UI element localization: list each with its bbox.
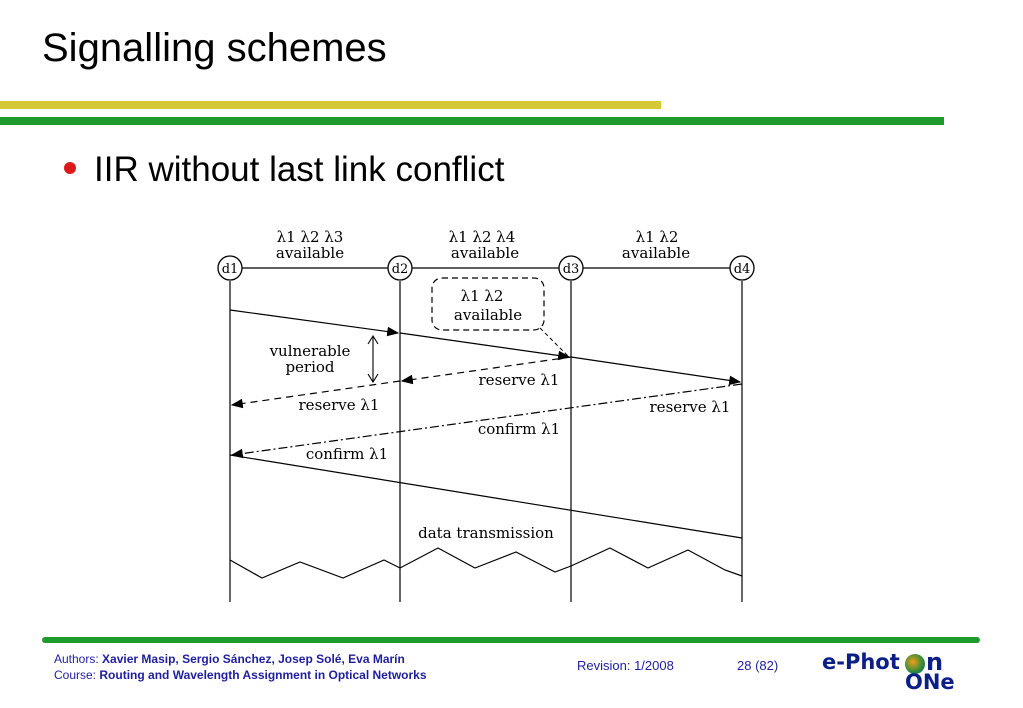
reserve-label-d1: reserve λ1 — [299, 396, 380, 414]
reserve-arrow-d2-d1 — [230, 380, 401, 409]
authors-value: Xavier Masip, Sergio Sánchez, Josep Solé… — [102, 652, 405, 666]
link2-wavelengths: λ1 λ2 λ4 — [449, 228, 516, 246]
ephotone-logo: e-Phot n ONe — [822, 648, 962, 696]
gold-divider — [0, 101, 661, 109]
bullet-text: IIR without last link conflict — [94, 150, 505, 189]
node-d3: d3 — [558, 255, 584, 281]
bullet-dot-icon — [64, 161, 76, 174]
node-d2: d2 — [387, 255, 413, 281]
course-value: Routing and Wavelength Assignment in Opt… — [99, 668, 427, 682]
globe-icon — [905, 654, 925, 674]
link3-status: available — [622, 244, 690, 262]
logo-part2: n — [926, 648, 944, 676]
confirm-label-d1: confirm λ1 — [306, 445, 388, 463]
setup-arrow-d3-d4 — [570, 356, 742, 386]
node-d1-label: d1 — [222, 262, 239, 277]
page-number: 28 (82) — [737, 658, 779, 673]
data-transmission-label: data transmission — [418, 524, 554, 542]
logo-part3: ONe — [905, 670, 955, 694]
footer-credits: Authors: Xavier Masip, Sergio Sánchez, J… — [54, 651, 427, 683]
link2-status: available — [451, 244, 519, 262]
reserve-label-d4: reserve λ1 — [650, 398, 731, 416]
callout-wavelengths: λ1 λ2 — [461, 287, 504, 305]
callout-status: available — [454, 306, 522, 324]
time-break-zigzag — [229, 547, 743, 579]
slide-title: Signalling schemes — [42, 26, 387, 70]
bullet-item: IIR without last link conflict — [64, 150, 504, 190]
link1-wavelengths: λ1 λ2 λ3 — [277, 228, 344, 246]
node-d3-label: d3 — [563, 262, 580, 277]
vulnerable-label: vulnerable — [269, 342, 351, 360]
setup-arrow-d1-d2 — [229, 309, 400, 337]
callout-pointer — [539, 327, 569, 357]
node-d1: d1 — [217, 255, 243, 281]
node-d4: d4 — [729, 255, 755, 281]
node-d2-label: d2 — [392, 262, 409, 277]
footer-divider — [42, 637, 980, 643]
link1-status: available — [276, 244, 344, 262]
data-transmission-line — [229, 454, 743, 539]
authors-label: Authors: — [54, 652, 99, 666]
logo-part1: e-Phot — [822, 650, 900, 674]
setup-arrow-d2-d3 — [399, 332, 571, 361]
reserve-arrow-d3-d2 — [400, 356, 572, 385]
node-d4-label: d4 — [734, 262, 751, 277]
green-divider — [0, 117, 944, 125]
course-label: Course: — [54, 668, 97, 682]
reserve-label-d3: reserve λ1 — [479, 371, 560, 389]
callout-box — [431, 277, 545, 331]
link3-wavelengths: λ1 λ2 — [636, 228, 679, 246]
period-label: period — [285, 358, 334, 376]
revision-text: Revision: 1/2008 — [577, 658, 674, 673]
confirm-arrow-d4-d1 — [230, 383, 743, 459]
confirm-label-d3: confirm λ1 — [478, 420, 560, 438]
